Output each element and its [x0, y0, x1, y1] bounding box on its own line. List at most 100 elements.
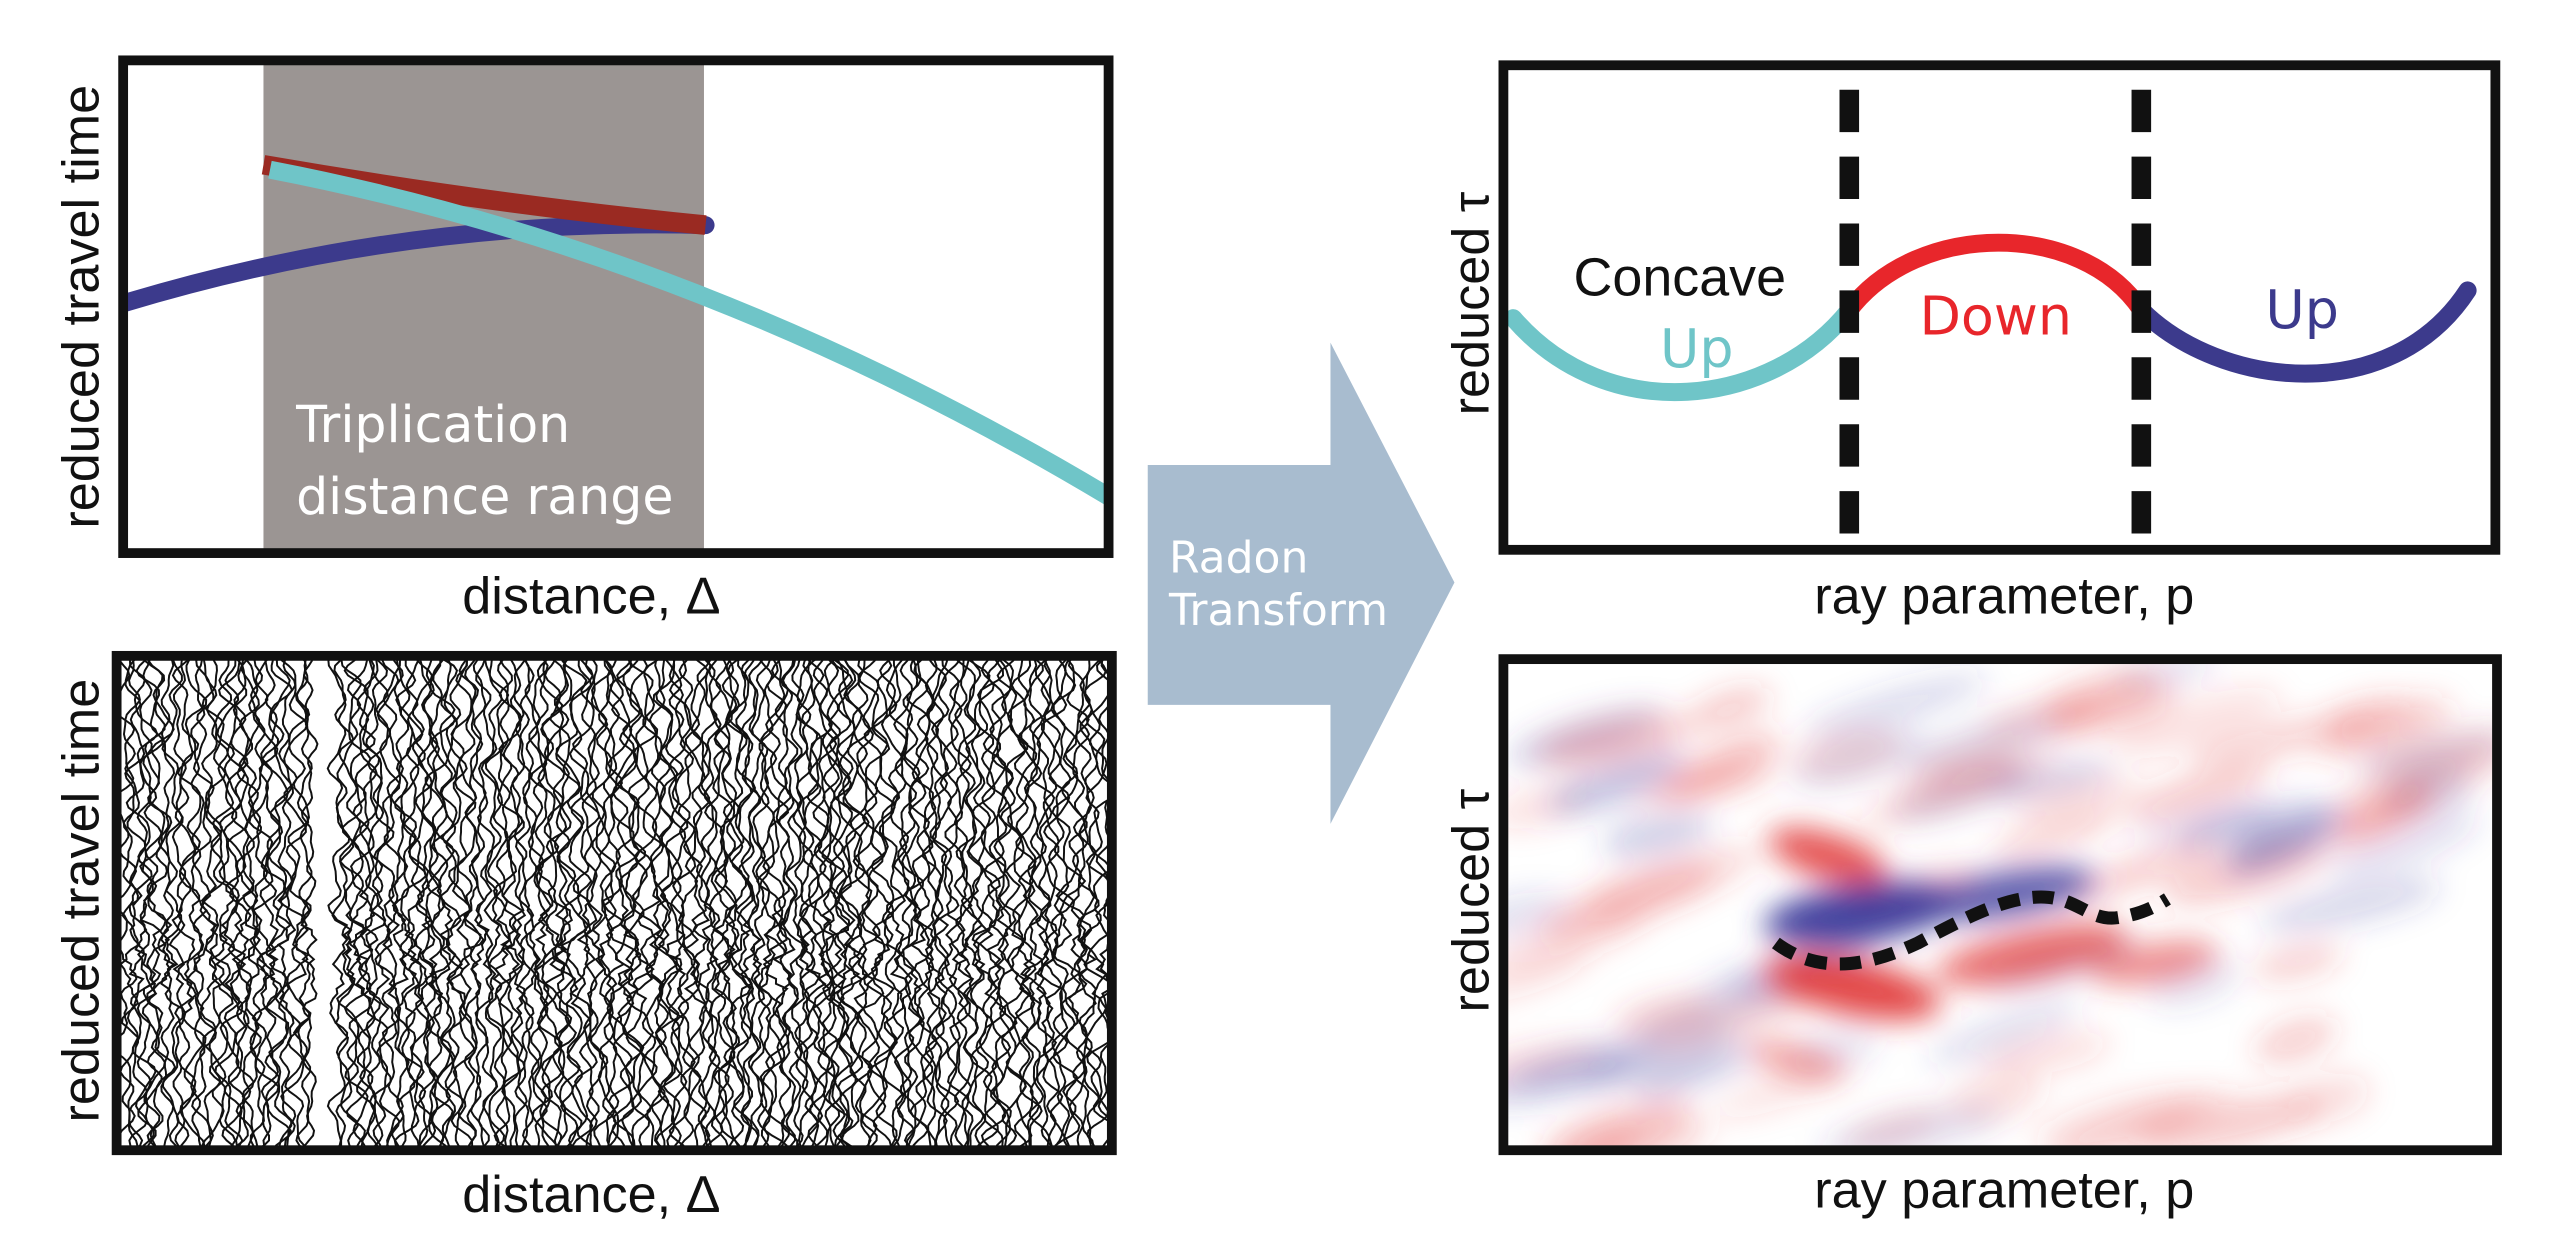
heatmap-blob [1536, 713, 1693, 769]
panel-bottom-left: reduced travel time distance, Δ [53, 650, 1117, 1224]
seismogram-trace [294, 655, 316, 1151]
seismogram-trace [803, 655, 834, 1151]
heatmap-blob [2328, 693, 2410, 741]
seismogram-trace [551, 655, 573, 1151]
heatmap-blob [1892, 749, 2060, 802]
seismogram-trace [352, 655, 378, 1151]
seismogram-trace [909, 655, 938, 1151]
seismogram-trace [521, 655, 540, 1151]
heatmap-blob [1936, 923, 2128, 986]
seismogram-trace [141, 655, 167, 1151]
concave-up-left-curve [1504, 301, 1859, 402]
heatmap-blob [1546, 751, 1686, 815]
heatmap-blob [1503, 950, 1590, 1006]
triplication-shade [263, 60, 704, 554]
seismogram-trace [359, 655, 382, 1151]
seismogram-trace [1022, 655, 1044, 1151]
top-left-frame [118, 55, 1114, 558]
seismogram-trace [365, 655, 390, 1151]
seismogram-trace [1010, 655, 1038, 1151]
seismogram-trace [247, 655, 269, 1151]
seismogram-trace [817, 655, 841, 1151]
seismogram-trace [1040, 655, 1063, 1151]
seismogram-trace [392, 655, 418, 1151]
heatmap-blob [1503, 1040, 1604, 1087]
seismogram-trace [259, 655, 294, 1151]
seismogram-trace [637, 655, 666, 1151]
top-right-ylabel: reduced τ [1443, 191, 1501, 415]
seismogram-trace [762, 655, 792, 1151]
down-label: Down [1919, 284, 2072, 347]
seismogram-trace [259, 655, 282, 1151]
seismogram-trace [146, 655, 177, 1151]
seismogram-trace [157, 655, 176, 1151]
seismogram-trace [856, 655, 891, 1151]
seismogram-trace [727, 655, 757, 1151]
seismogram-trace [657, 655, 689, 1151]
radon-heatmap [1503, 659, 2498, 1151]
seismogram-trace [527, 655, 549, 1151]
seismogram-trace [821, 655, 854, 1151]
seismogram-trace [135, 655, 171, 1151]
concave-up-right-curve [2132, 281, 2477, 383]
heatmap-blob [2225, 807, 2345, 874]
seismogram-trace [277, 655, 309, 1151]
bottom-right-ylabel: reduced τ [1443, 788, 1501, 1012]
seismogram-trace [336, 655, 365, 1151]
seismogram-trace [969, 655, 1001, 1151]
heatmap-blob [1539, 865, 1719, 939]
seismogram-trace [1078, 655, 1111, 1151]
seismogram-trace [878, 655, 907, 1151]
seismogram-trace [555, 655, 590, 1151]
up-left-label: Up [1660, 317, 1734, 380]
top-right-xlabel: ray parameter, p [1814, 567, 2194, 625]
seismogram-trace [962, 655, 994, 1151]
heatmap-blob [2123, 764, 2271, 822]
heatmap-blob [2011, 774, 2142, 822]
seismogram-trace [533, 655, 552, 1151]
heatmap-blob [1632, 978, 1816, 1037]
seismogram-trace [1072, 655, 1097, 1151]
seismogram-trace [116, 655, 138, 1148]
radon-transform-arrow: Radon Transform [1147, 342, 1455, 824]
seismogram-trace [737, 655, 762, 1151]
seismogram-trace [834, 655, 866, 1151]
heatmap-blob [2133, 796, 2322, 844]
seismogram-trace [626, 655, 663, 1151]
seismogram-traces [116, 655, 1112, 1151]
seismogram-trace [929, 655, 961, 1151]
seismogram-trace [241, 655, 263, 1151]
arrow-label-line1: Radon [1169, 533, 1308, 584]
panel-bottom-right: reduced τ ray parameter, p [1443, 654, 2502, 1219]
concave-label: Concave [1574, 247, 1786, 307]
seismogram-trace [622, 655, 655, 1151]
seismogram-trace [514, 655, 535, 1151]
seismogram-trace [585, 655, 608, 1151]
seismogram-trace [214, 655, 244, 1151]
seismogram-trace [540, 655, 574, 1151]
heatmap-blob [1791, 729, 1926, 789]
picked-trajectory-dashed [1771, 890, 2171, 971]
seismogram-trace [373, 655, 401, 1151]
heatmap-blob [2354, 732, 2498, 776]
seismogram-trace [480, 655, 503, 1151]
heatmap-blob [1803, 673, 1988, 739]
seismogram-trace [161, 655, 184, 1151]
seismogram-trace [493, 655, 513, 1151]
top-right-frame [1498, 60, 2501, 555]
seismogram-trace [186, 655, 208, 1151]
heatmap-blob [1602, 810, 1713, 860]
seismogram-trace [569, 655, 601, 1151]
heatmap-blob [2258, 877, 2442, 933]
bottom-left-frame [111, 650, 1117, 1156]
seismogram-trace [1078, 655, 1101, 1151]
seismogram-trace [921, 655, 950, 1151]
seismogram-trace [682, 655, 711, 1151]
seismogram-trace [407, 655, 434, 1151]
heatmap-blob [1988, 760, 2114, 800]
seismogram-trace [594, 655, 618, 1151]
panel-top-right: Concave Up Down Up reduced τ ray paramet… [1443, 60, 2501, 625]
seismogram-trace [1050, 655, 1072, 1151]
seismogram-trace [755, 655, 790, 1151]
